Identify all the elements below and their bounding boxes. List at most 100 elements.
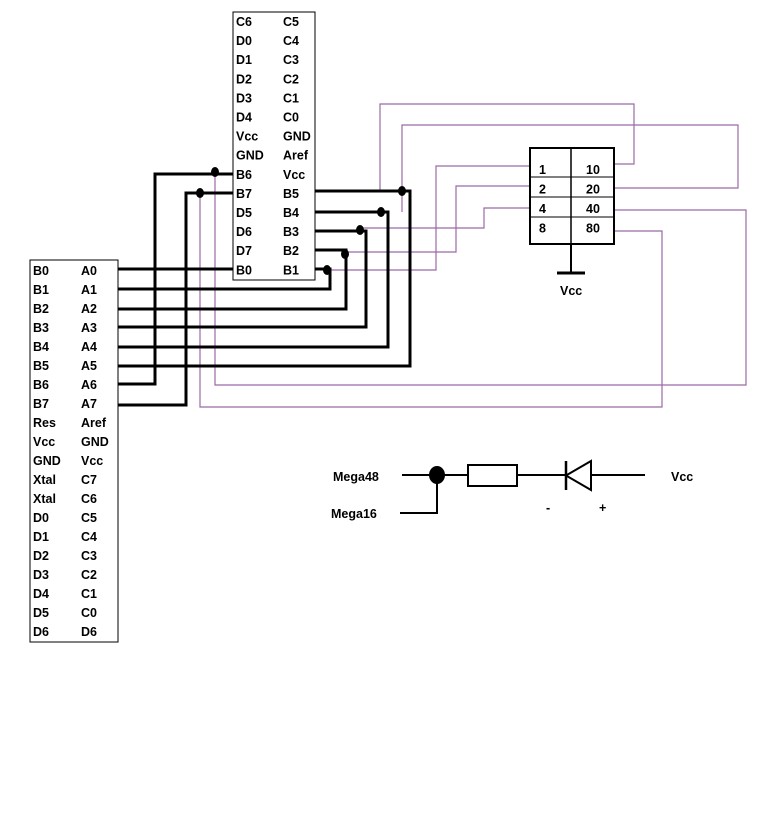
switch-left-label: 2 [539, 183, 546, 197]
chip-left-left-pin-label: D0 [33, 511, 49, 525]
wire-b3-to-4 [360, 207, 530, 229]
chip-left-left-pin-label: Xtal [33, 473, 56, 487]
chip-left-left-pin-label: D3 [33, 568, 49, 582]
chip-top-right-pin-label: B2 [283, 244, 299, 258]
chip-top-right-pin-label: C0 [283, 111, 299, 125]
wire-b7-a7 [118, 191, 234, 407]
junction-dot [211, 167, 219, 177]
chip-top-right-pin-label: C5 [283, 15, 299, 29]
switch-right-label: 80 [586, 222, 600, 236]
chip-left-left-pin-label: D1 [33, 530, 49, 544]
switch-right-label: 10 [586, 163, 600, 177]
wire-b6-to-40 [214, 172, 747, 386]
chip-left-left-pin-label: D4 [33, 587, 49, 601]
junction-dots [196, 167, 406, 275]
wire-b4-to-20 [401, 124, 739, 212]
chip-top-left-pin-label: D5 [236, 206, 252, 220]
switch-right-label: 40 [586, 202, 600, 216]
chip-top-left-pin-label: Vcc [236, 130, 258, 144]
chip-left-left-pin-label: D6 [33, 625, 49, 639]
plus-label: + [599, 501, 606, 515]
chip-left-right-pin-label: Aref [81, 416, 107, 430]
wire-b1-to-1 [325, 165, 530, 271]
junction-dot-large [429, 466, 445, 484]
chip-left-left-pin-label: GND [33, 454, 61, 468]
chip-left-right-pin-label: A1 [81, 283, 97, 297]
chip-top-right-pin-label: GND [283, 130, 311, 144]
chip-left-right-pin-label: A0 [81, 264, 97, 278]
chip-left-right-pin-label: C1 [81, 587, 97, 601]
switch-right-label: 20 [586, 183, 600, 197]
chip-left-right-pin-label: C7 [81, 473, 97, 487]
chip-left-left-pin-label: B0 [33, 264, 49, 278]
switch-left-label: 8 [539, 222, 546, 236]
power-circuit: Mega48 Mega16 Vcc - + [331, 459, 693, 521]
chip-top-right-pin-label: B5 [283, 187, 299, 201]
wire-b7-to-80 [199, 193, 663, 408]
chip-top-right-pin-label: Vcc [283, 168, 305, 182]
chip-left-right-pin-label: C5 [81, 511, 97, 525]
chip-left-left-pin-label: D5 [33, 606, 49, 620]
chip-left-right-pin-label: C3 [81, 549, 97, 563]
chip-top-right-pin-label: B4 [283, 206, 299, 220]
purple-wires [199, 103, 747, 408]
switch-left-label: 1 [539, 163, 546, 177]
input-mega48-label: Mega48 [333, 470, 379, 484]
chip-left-right-pin-label: A7 [81, 397, 97, 411]
chip-left-right-pin-label: C4 [81, 530, 97, 544]
chip-left-left-pin-label: Res [33, 416, 56, 430]
junction-dot [323, 265, 331, 275]
input-mega16-label: Mega16 [331, 507, 377, 521]
resistor-symbol [467, 464, 518, 487]
chip-left-left-pin-label: B1 [33, 283, 49, 297]
chip-top-right-pin-label: C3 [283, 53, 299, 67]
chip-left-left-pin-label: B5 [33, 359, 49, 373]
black-wires [118, 172, 412, 407]
chip-top-left-pin-label: D3 [236, 91, 252, 105]
chip-top-right-pin-label: C4 [283, 34, 299, 48]
chip-top-right-pin-label: C2 [283, 72, 299, 86]
wire-b5-a5 [118, 189, 412, 368]
chip-top-left-pin-label: D4 [236, 111, 252, 125]
chip-left-right-pin-label: A4 [81, 340, 97, 354]
chip-top-left-pin-label: D6 [236, 225, 252, 239]
chip-left-right-pin-label: C2 [81, 568, 97, 582]
chip-top-left-pin-label: C6 [236, 15, 252, 29]
chip-top-left-pin-label: GND [236, 149, 264, 163]
switch-body [529, 147, 615, 245]
chip-top-left-pin-label: D0 [236, 34, 252, 48]
wire-b1-a1 [118, 267, 332, 291]
chip-left-left-pin-label: B7 [33, 397, 49, 411]
chip-left-right-pin-label: A6 [81, 378, 97, 392]
chip-top-left-pin-label: B0 [236, 263, 252, 277]
chip-top-left-pin-label: D7 [236, 244, 252, 258]
junction-dot [398, 186, 406, 196]
chip-left-right-pin-label: C0 [81, 606, 97, 620]
switch-supply-label: Vcc [560, 284, 582, 298]
chip-top-left-pin-label: B6 [236, 168, 252, 182]
supply-vcc-label: Vcc [671, 470, 693, 484]
wire-b4-a4 [118, 210, 390, 349]
chip-top-left-pin-label: B7 [236, 187, 252, 201]
diode-symbol [564, 459, 592, 492]
chip-top-right-pin-label: C1 [283, 91, 299, 105]
switch-left-label: 4 [539, 202, 546, 216]
wire-b5-to-10 [379, 103, 635, 190]
chip-left-right-pin-label: A2 [81, 302, 97, 316]
chip-left-right-pin-label: A3 [81, 321, 97, 335]
chip-top-left-pin-label: D1 [236, 53, 252, 67]
chip-left-left-pin-label: Xtal [33, 492, 56, 506]
chip-top-right-pin-label: Aref [283, 149, 309, 163]
chip-left-left-pin-label: Vcc [33, 435, 55, 449]
chip-left-left-pin-label: D2 [33, 549, 49, 563]
chip-left-right-pin-label: GND [81, 435, 109, 449]
wire-b6-a6 [118, 172, 234, 386]
junction-dot [341, 249, 349, 259]
chip-top-left-pin-label: D2 [236, 72, 252, 86]
junction-dot [356, 225, 364, 235]
chip-left-left-pin-label: B3 [33, 321, 49, 335]
wire-b2-a2 [118, 248, 348, 311]
chip-top-right-pin-label: B1 [283, 263, 299, 277]
